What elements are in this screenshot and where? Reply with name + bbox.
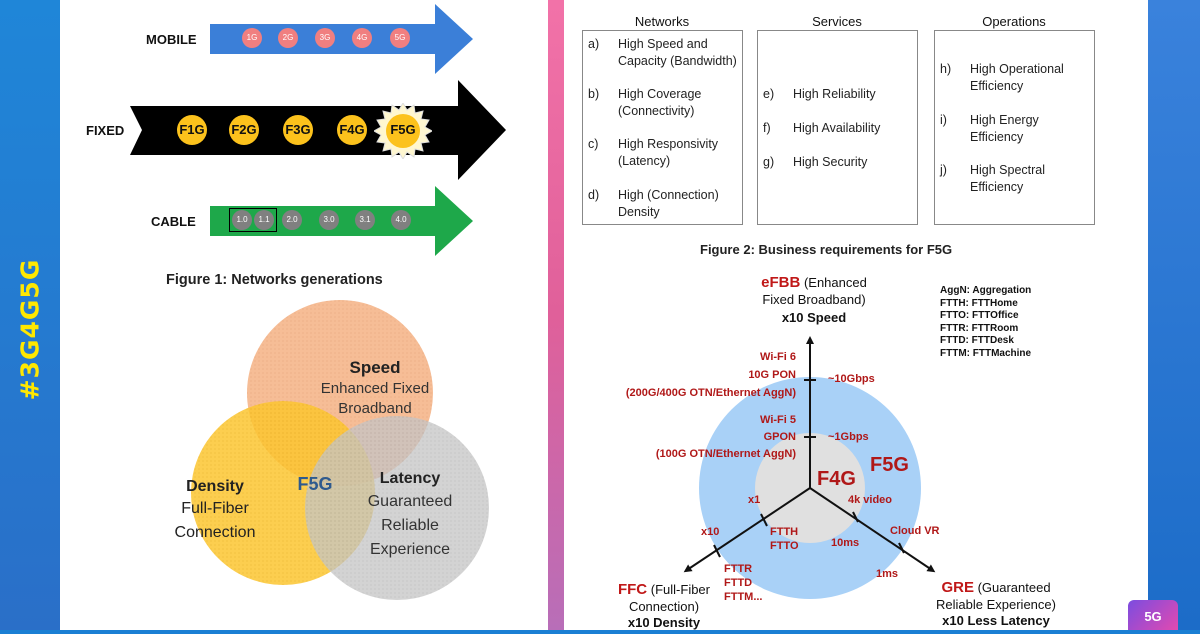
lower-tech-label: (100G OTN/Ethernet AggN) [655, 448, 796, 460]
axis-ffc-gain: x10 Density [627, 615, 701, 630]
legend-item: FTTR: FTTRoom [940, 322, 1019, 334]
ftth-label: FTTH [770, 526, 799, 538]
col-header-operations: Operations [982, 14, 1046, 29]
center-divider [548, 0, 564, 630]
fttd-label: FTTD [724, 577, 753, 589]
cable-label: CABLE [151, 214, 196, 229]
legend-box: AggN: Aggregation FTTH: FTTHome FTTO: FT… [940, 285, 1090, 360]
figure1-caption: Figure 1: Networks generations [166, 272, 383, 288]
col-header-services: Services [812, 14, 862, 29]
fixed-label: FIXED [86, 123, 125, 138]
legend-item: FTTD: FTTDesk [940, 335, 1014, 346]
venn-diagram [191, 300, 489, 600]
axis-ffc-sub: Connection) [628, 599, 700, 614]
networks-box [582, 30, 743, 225]
figure2-caption: Figure 2: Business requirements for F5G [700, 242, 953, 257]
5g-logo: 5G [1128, 600, 1178, 630]
req-item: c)High Responsivity(Latency) [588, 137, 719, 168]
req-item: b)High Coverage(Connectivity) [588, 87, 702, 118]
req-item: e)High Reliability [763, 87, 876, 101]
right-banner [1148, 0, 1200, 630]
tri-axis-diagram [683, 336, 936, 599]
f5g-starburst [374, 103, 432, 159]
ftto-label: FTTO [770, 540, 799, 552]
axis-gre-gain: x10 Less Latency [942, 613, 1050, 628]
venn-latency-circle [305, 416, 489, 600]
req-item: f)High Availability [763, 121, 881, 135]
mobile-gen-pill: 2G [278, 28, 298, 48]
upper-tech-label: 10G PON [748, 369, 796, 381]
operations-box [934, 30, 1095, 225]
hashtag-label: #3G4G5G [15, 258, 45, 401]
cloudvr-label: Cloud VR [890, 525, 940, 537]
axis-ffc-label: FFC (Full-Fiber [617, 581, 710, 598]
upper-tech-label: Wi-Fi 6 [760, 351, 796, 363]
venn-speed-sub2: Broadband [338, 400, 412, 416]
venn-latency-sub2: Reliable [381, 517, 439, 534]
density-x1: x1 [748, 494, 761, 506]
cable-gen-circle: 3.1 [355, 210, 375, 230]
left-banner [0, 0, 60, 630]
legend-item: FTTH: FTTHome [940, 297, 1018, 309]
venn-latency-title: Latency [379, 470, 441, 487]
video-label: 4k video [848, 494, 893, 506]
cable-gen-circle: 1.0 [232, 210, 252, 230]
venn-density-sub2: Connection [174, 524, 256, 541]
legend-item: FTTM: FTTMachine [940, 347, 1032, 359]
cable-arrow [210, 186, 473, 256]
upper-speed-label: ~10Gbps [828, 373, 875, 385]
req-item: g)High Security [763, 155, 868, 169]
fttm-label: FTTM... [724, 591, 763, 603]
axis-gre-label: GRE (Guaranteed [941, 579, 1051, 596]
latency-1ms: 1ms [876, 568, 899, 580]
latency-10ms: 10ms [831, 537, 860, 549]
axis-efbb-gain: x10 Speed [781, 310, 847, 325]
venn-latency-sub3: Experience [369, 541, 451, 558]
figure1-panel: MOBILE 1G 2G 3G 4G 5G FIXED F1G F2G F3G … [60, 0, 548, 630]
mobile-gen-pill: 4G [352, 28, 372, 48]
fixed-gen-circle: F1G [177, 115, 207, 145]
axis-gre-sub: Reliable Experience) [936, 597, 1056, 612]
figure2-panel: Networks Services Operations a)High Spee… [564, 0, 1148, 630]
venn-density-title: Density [186, 478, 244, 495]
f5g-label: F5G [870, 454, 909, 476]
cable-highlight-box [229, 208, 277, 232]
fttr-label: FTTR [724, 563, 753, 575]
legend-item: AggN: Aggregation [940, 285, 1032, 296]
venn-center-label: F5G [297, 474, 333, 494]
mobile-gen-pill: 5G [390, 28, 410, 48]
f4g-label: F4G [817, 468, 856, 490]
lower-tech-label: GPON [763, 431, 796, 443]
cable-gen-circle: 1.1 [254, 210, 274, 230]
col-header-networks: Networks [634, 14, 690, 29]
cable-gen-circle: 2.0 [282, 210, 302, 230]
mobile-gen-pill: 3G [315, 28, 335, 48]
venn-latency-sub1: Guaranteed [367, 493, 453, 510]
req-item: d)High (Connection)Density [588, 188, 719, 219]
lower-tech-label: Wi-Fi 5 [760, 414, 796, 426]
axis-efbb-sub: Fixed Broadband) [762, 292, 866, 307]
fixed-gen-circle: F3G [283, 115, 313, 145]
density-x10: x10 [701, 526, 720, 538]
mobile-arrow [210, 4, 473, 74]
mobile-label: MOBILE [146, 32, 197, 47]
axis-efbb-label: eFBB (Enhanced [761, 274, 867, 291]
lower-speed-label: ~1Gbps [828, 431, 869, 443]
upper-tech-label: (200G/400G OTN/Ethernet AggN) [625, 387, 796, 399]
venn-speed-sub1: Enhanced Fixed [320, 380, 430, 397]
cable-gen-circle: 4.0 [391, 210, 411, 230]
services-box [757, 30, 918, 225]
venn-speed-title: Speed [349, 358, 401, 377]
mobile-gen-pill: 1G [242, 28, 262, 48]
fixed-gen-circle: F2G [229, 115, 259, 145]
legend-item: FTTO: FTTOffice [940, 310, 1019, 321]
fixed-gen-circle-f5g: F5G [390, 122, 416, 137]
cable-gen-circle: 3.0 [319, 210, 339, 230]
venn-density-sub1: Full-Fiber [181, 500, 249, 517]
fixed-gen-circle: F4G [337, 115, 367, 145]
